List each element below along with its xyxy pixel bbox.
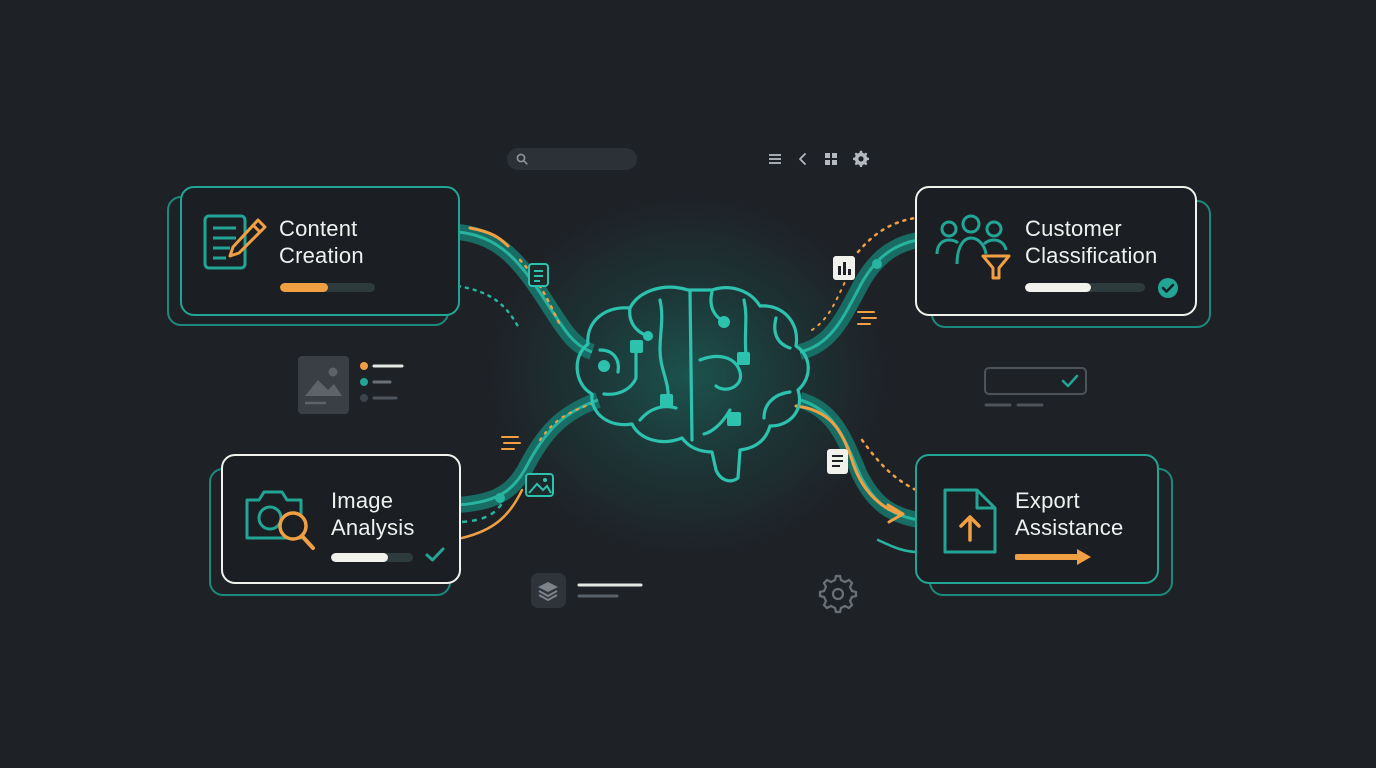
progress-bar	[280, 283, 375, 292]
bar-chart-doc-icon	[833, 256, 855, 280]
chevron-left-icon[interactable]	[794, 150, 812, 168]
center-glow	[488, 196, 888, 556]
document-icon	[528, 263, 549, 287]
search-input[interactable]	[535, 150, 635, 170]
gear-icon[interactable]	[852, 150, 870, 168]
check-circle-icon	[1158, 278, 1178, 298]
list-lines-icon	[360, 362, 404, 402]
brain-circuit-icon	[575, 285, 810, 483]
progress-fill	[280, 283, 328, 292]
check-icon	[425, 547, 445, 562]
image-thumbnail-icon	[298, 356, 349, 414]
flow-customer-classification	[797, 216, 920, 360]
list-lines-icon	[501, 436, 521, 450]
document-icon	[827, 449, 848, 474]
image-icon	[525, 473, 554, 497]
search-bar[interactable]	[507, 148, 637, 170]
list-lines-icon	[857, 311, 877, 325]
brain-nodes	[598, 316, 750, 426]
document-pen-icon	[203, 214, 267, 270]
progress-fill	[1025, 283, 1091, 292]
camera-search-icon	[245, 490, 315, 550]
gear-outline-icon	[818, 574, 858, 614]
grid-icon[interactable]	[822, 150, 840, 168]
progress-bar	[1025, 283, 1145, 292]
flow-image-analysis	[457, 392, 601, 540]
layers-icon	[531, 573, 643, 608]
search-icon	[516, 153, 528, 165]
menu-icon[interactable]	[766, 150, 784, 168]
progress-fill	[331, 553, 389, 562]
check-box-icon	[984, 367, 1087, 407]
file-upload-icon	[943, 488, 997, 554]
flow-export-assistance	[794, 392, 920, 554]
users-filter-icon	[935, 214, 1011, 280]
flow-content-creation	[456, 224, 596, 360]
arrow-right-icon	[1015, 549, 1091, 565]
progress-bar	[331, 553, 413, 562]
